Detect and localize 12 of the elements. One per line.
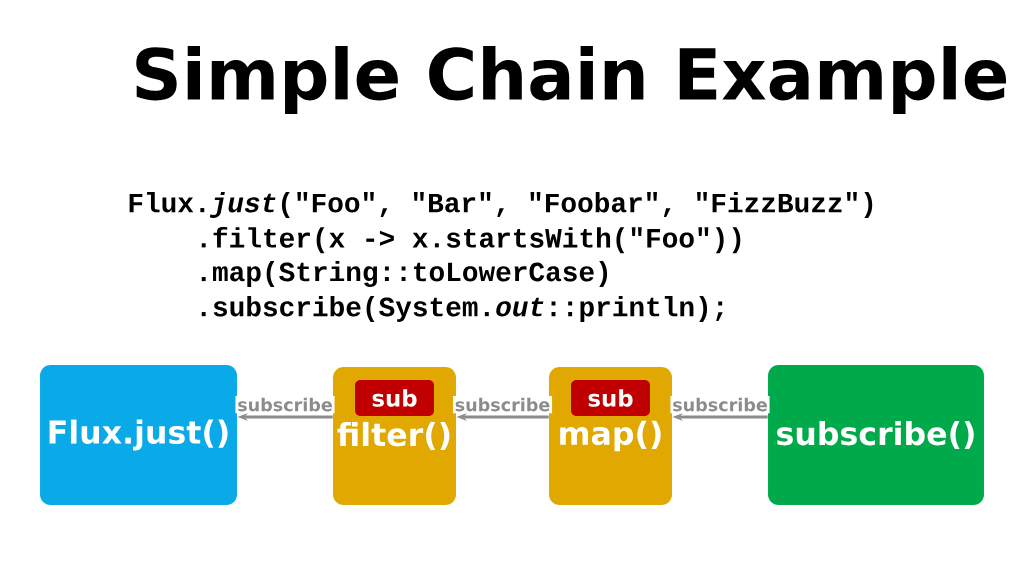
code-line: .subscribe(System.out::println); [201,296,723,322]
edge-label: subscribe [673,397,767,412]
title: Simple Chain Example [136,46,1006,114]
process-box: Flux.just() [40,365,237,505]
badge: sub [355,380,434,416]
code-line: Flux.just("Foo", "Bar", "Foobar", "FizzBuzz") [129,192,873,218]
code-line: .map(String::toLowerCase) [201,261,608,287]
edge-label: subscribe [238,397,332,412]
code-line: .filter(x -> x.startsWith("Foo")) [201,226,741,254]
process-box: subscribe() [768,365,984,505]
edge-label: subscribe [455,397,550,412]
badge: sub [571,380,650,416]
